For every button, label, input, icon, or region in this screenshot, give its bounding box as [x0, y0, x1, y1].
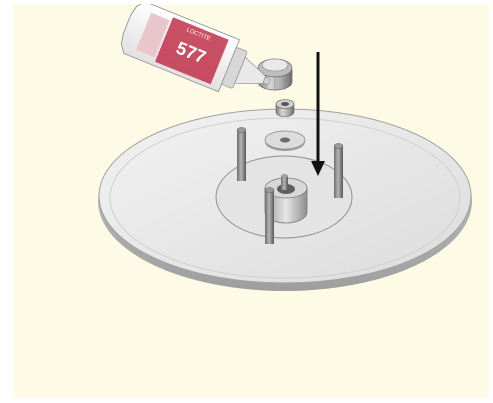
washer [265, 131, 305, 151]
threadlocker-tube: 577 LOCTITE [116, 4, 280, 108]
back-left-pin [237, 128, 246, 182]
back-right-pin [334, 144, 343, 199]
front-pin [265, 188, 274, 245]
diagram-canvas: 577 LOCTITE [13, 4, 489, 398]
assembly-diagram: 577 LOCTITE [13, 4, 489, 398]
small-nut [276, 100, 294, 117]
